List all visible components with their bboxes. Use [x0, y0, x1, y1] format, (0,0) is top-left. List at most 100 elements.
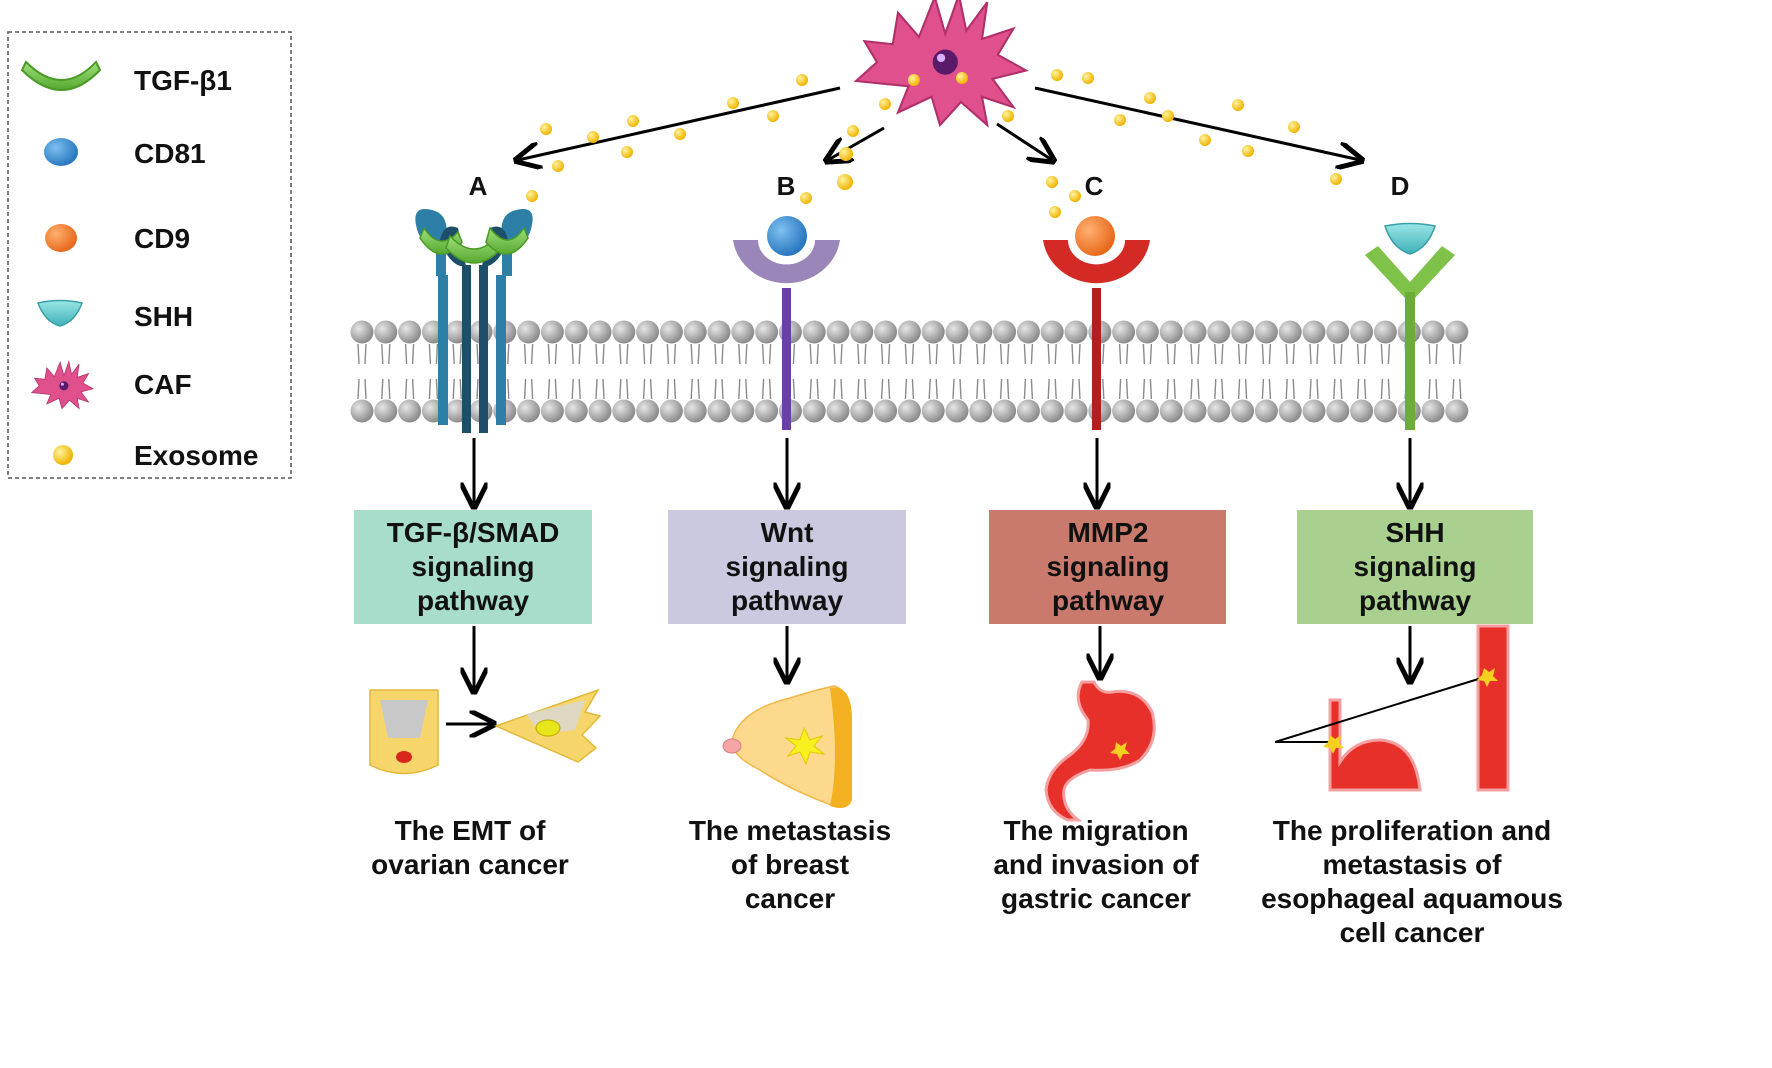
exosome-dot [767, 110, 779, 122]
exosome-dot [1082, 72, 1094, 84]
lipid-head [564, 320, 588, 344]
exosome-dot [674, 128, 686, 140]
lipid-head [1112, 320, 1136, 344]
lipid-tail [714, 378, 724, 400]
lipid-tail [1166, 378, 1176, 400]
exosome-dot [839, 147, 853, 161]
lipid-head [1207, 320, 1231, 344]
lipid-tail [595, 343, 605, 365]
legend-label-cd81: CD81 [134, 138, 206, 169]
lipid-tail [928, 378, 938, 400]
lipid-head [1112, 399, 1136, 423]
pathway-c-line2: signaling [1047, 551, 1170, 582]
legend-label-exosome: Exosome [134, 440, 259, 471]
legend-label-caf: CAF [134, 369, 192, 400]
lipid-head [1183, 320, 1207, 344]
lipid-tail [690, 343, 700, 365]
lipid-head [1064, 320, 1088, 344]
stomach-section [1328, 698, 1422, 792]
lipid-head [802, 320, 826, 344]
lipid-head [1040, 399, 1064, 423]
secretion-arrows [518, 86, 1360, 160]
lipid-head [1016, 399, 1040, 423]
pathway-box-b [668, 510, 906, 624]
lipid-head [1350, 320, 1374, 344]
lipid-head [636, 399, 660, 423]
lipid-head [398, 320, 422, 344]
panel-letter-c: C [1085, 171, 1104, 201]
pathway-box-b-text: Wnt signaling pathway [726, 517, 849, 616]
lipid-tail [976, 378, 986, 400]
exosome-dot [587, 131, 599, 143]
legend-label-shh: SHH [134, 301, 193, 332]
lipid-tail [1142, 343, 1153, 365]
lipid-tail [642, 343, 653, 365]
epithelial-cell-nucleus [396, 751, 412, 763]
exosome-dot [1046, 176, 1058, 188]
exosome-dot [1002, 110, 1014, 122]
epithelial-cell-shade [380, 700, 428, 738]
lipid-tail [1023, 378, 1034, 400]
lipid-head [945, 399, 969, 423]
lipid-tail [999, 378, 1010, 400]
outcome-d-line3: esophageal aquamous [1261, 883, 1563, 914]
stomach-shape [1044, 680, 1156, 822]
lipid-tail [1356, 378, 1367, 400]
exosome-dot [627, 115, 639, 127]
lipid-tail [1285, 343, 1295, 365]
lipid-head [612, 320, 636, 344]
pathway-a-line2: signaling [412, 551, 535, 582]
pathway-c-line3: pathway [1052, 585, 1164, 616]
lipid-head [969, 399, 993, 423]
lipid-head [1231, 320, 1255, 344]
outcome-a-line1: The EMT of [395, 815, 547, 846]
lipid-head [350, 320, 374, 344]
lipid-tail [571, 343, 581, 365]
lipid-tail [880, 378, 891, 400]
lipid-head [755, 320, 779, 344]
lipid-tail [357, 378, 367, 400]
arrow-to-c [996, 122, 1052, 160]
lipid-tail [1118, 378, 1129, 400]
outcome-b: The metastasis of breast cancer [689, 815, 891, 914]
lipid-tail [381, 378, 391, 400]
lipid-head [588, 320, 612, 344]
lipid-tail [404, 343, 415, 365]
lipid-tail [523, 378, 534, 400]
lipid-head [1016, 320, 1040, 344]
lipid-tail [999, 343, 1010, 365]
outcome-a-line2: ovarian cancer [371, 849, 569, 880]
lipid-tail [1237, 378, 1248, 400]
lipid-tail [761, 343, 772, 365]
tgf-beta1-icon [20, 60, 102, 91]
outcome-d-line4: cell cancer [1340, 917, 1485, 948]
lipid-tail [1166, 343, 1176, 365]
lipid-tail [833, 378, 843, 400]
exosome-dot [1144, 92, 1156, 104]
arrow-to-d [1034, 86, 1360, 160]
exosome-dot [1049, 206, 1061, 218]
lipid-head [1183, 399, 1207, 423]
lipid-head [921, 320, 945, 344]
lipid-head [1445, 320, 1469, 344]
arrow-to-b [828, 126, 885, 160]
lipid-head [564, 399, 588, 423]
pathway-box-c [989, 510, 1226, 624]
lipid-head [398, 399, 422, 423]
lipid-tail [666, 378, 677, 400]
lipid-tail [761, 378, 772, 400]
lipid-tail [523, 343, 534, 365]
panel-letter-a: A [469, 171, 488, 201]
lipid-head [540, 320, 564, 344]
receptor-b-stalk [782, 288, 791, 430]
lipid-head [921, 399, 945, 423]
shh-ligand [1384, 222, 1436, 255]
receptor-a [415, 209, 533, 433]
lipid-head [683, 320, 707, 344]
lipid-head [874, 399, 898, 423]
exosome-dot [1051, 69, 1063, 81]
lipid-head [1326, 399, 1350, 423]
lipid-head [659, 399, 683, 423]
lipid-tail [452, 343, 462, 365]
